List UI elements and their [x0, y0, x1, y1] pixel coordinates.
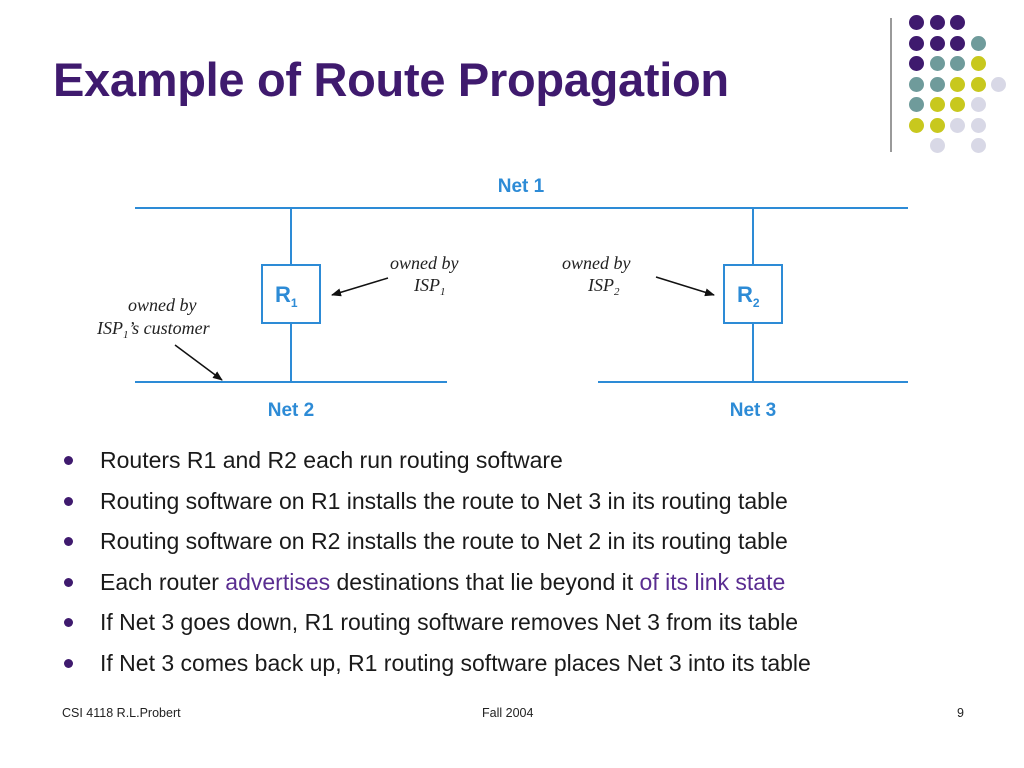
bullet-item: If Net 3 goes down, R1 routing software …	[62, 602, 811, 643]
title-divider	[890, 18, 892, 152]
router-r1-label: R1	[275, 282, 298, 310]
slide-number: 9	[957, 706, 964, 720]
router-r2: R2	[723, 264, 783, 324]
net3-label: Net 3	[730, 400, 776, 421]
decorative-dot	[970, 97, 986, 112]
footer-course: CSI 4118 R.L.Probert	[62, 706, 181, 720]
decorative-dot	[950, 117, 965, 133]
decorative-dot	[929, 35, 945, 51]
svg-text:ISP1: ISP1	[413, 275, 446, 298]
decorative-dot	[909, 117, 924, 133]
decorative-dot	[950, 97, 965, 112]
slide-title: Example of Route Propagation	[53, 53, 729, 106]
decorative-dot	[950, 76, 965, 92]
svg-text:ISP2: ISP2	[587, 275, 620, 298]
decorative-dot	[929, 15, 945, 30]
decorative-dot	[909, 76, 924, 92]
decorative-dot	[970, 35, 986, 51]
arrow-to-net2	[174, 344, 223, 381]
decorative-dot	[929, 56, 945, 71]
bullet-item: Routers R1 and R2 each run routing softw…	[62, 440, 811, 481]
bullet-item: Routing software on R2 installs the rout…	[62, 521, 811, 562]
decorative-dot	[909, 15, 924, 30]
decorative-dot	[929, 97, 945, 112]
svg-text:owned by: owned by	[128, 295, 196, 315]
decorative-dot	[929, 138, 945, 153]
router-r1: R1	[261, 264, 321, 324]
decorative-dot	[950, 56, 965, 71]
decorative-dot	[950, 35, 965, 51]
bullet-item: If Net 3 comes back up, R1 routing softw…	[62, 643, 811, 684]
highlight-link-state: of its link state	[639, 568, 786, 595]
decorative-dot	[970, 56, 986, 71]
bullet-list: Routers R1 and R2 each run routing softw…	[62, 440, 811, 683]
decorative-dot	[909, 35, 924, 51]
decorative-dot	[991, 76, 1006, 92]
bullet-item: Routing software on R1 installs the rout…	[62, 481, 811, 522]
router-r1-box	[261, 264, 321, 324]
note-customer: owned by ISP1’s customer	[96, 295, 211, 341]
svg-text:ISP1’s customer: ISP1’s customer	[96, 318, 211, 341]
router-r2-box	[723, 264, 783, 324]
note-isp1: owned by ISP1	[390, 253, 458, 298]
svg-text:owned by: owned by	[562, 253, 630, 273]
bullet-item: Each router advertises destinations that…	[62, 562, 811, 603]
highlight-advertises: advertises	[225, 568, 331, 595]
decorative-dot	[929, 76, 945, 92]
decorative-dot	[929, 117, 945, 133]
decorative-dot	[909, 97, 924, 112]
decorative-dot	[909, 56, 924, 71]
decorative-dot	[950, 15, 965, 30]
route-propagation-diagram: Net 1 R1 R2 Net 2 Net 3 owned by ISP1 ow…	[96, 176, 908, 421]
svg-text:owned by: owned by	[390, 253, 458, 273]
arrow-to-r2	[655, 276, 715, 297]
arrow-to-r1	[331, 277, 389, 297]
decorative-dot	[970, 138, 986, 153]
router-r2-label: R2	[737, 282, 760, 310]
decorative-dot	[970, 117, 986, 133]
net2-label: Net 2	[268, 400, 314, 421]
footer-term: Fall 2004	[482, 706, 534, 720]
note-isp2: owned by ISP2	[562, 253, 630, 298]
decorative-dot	[970, 76, 986, 92]
net1-label: Net 1	[498, 176, 545, 197]
